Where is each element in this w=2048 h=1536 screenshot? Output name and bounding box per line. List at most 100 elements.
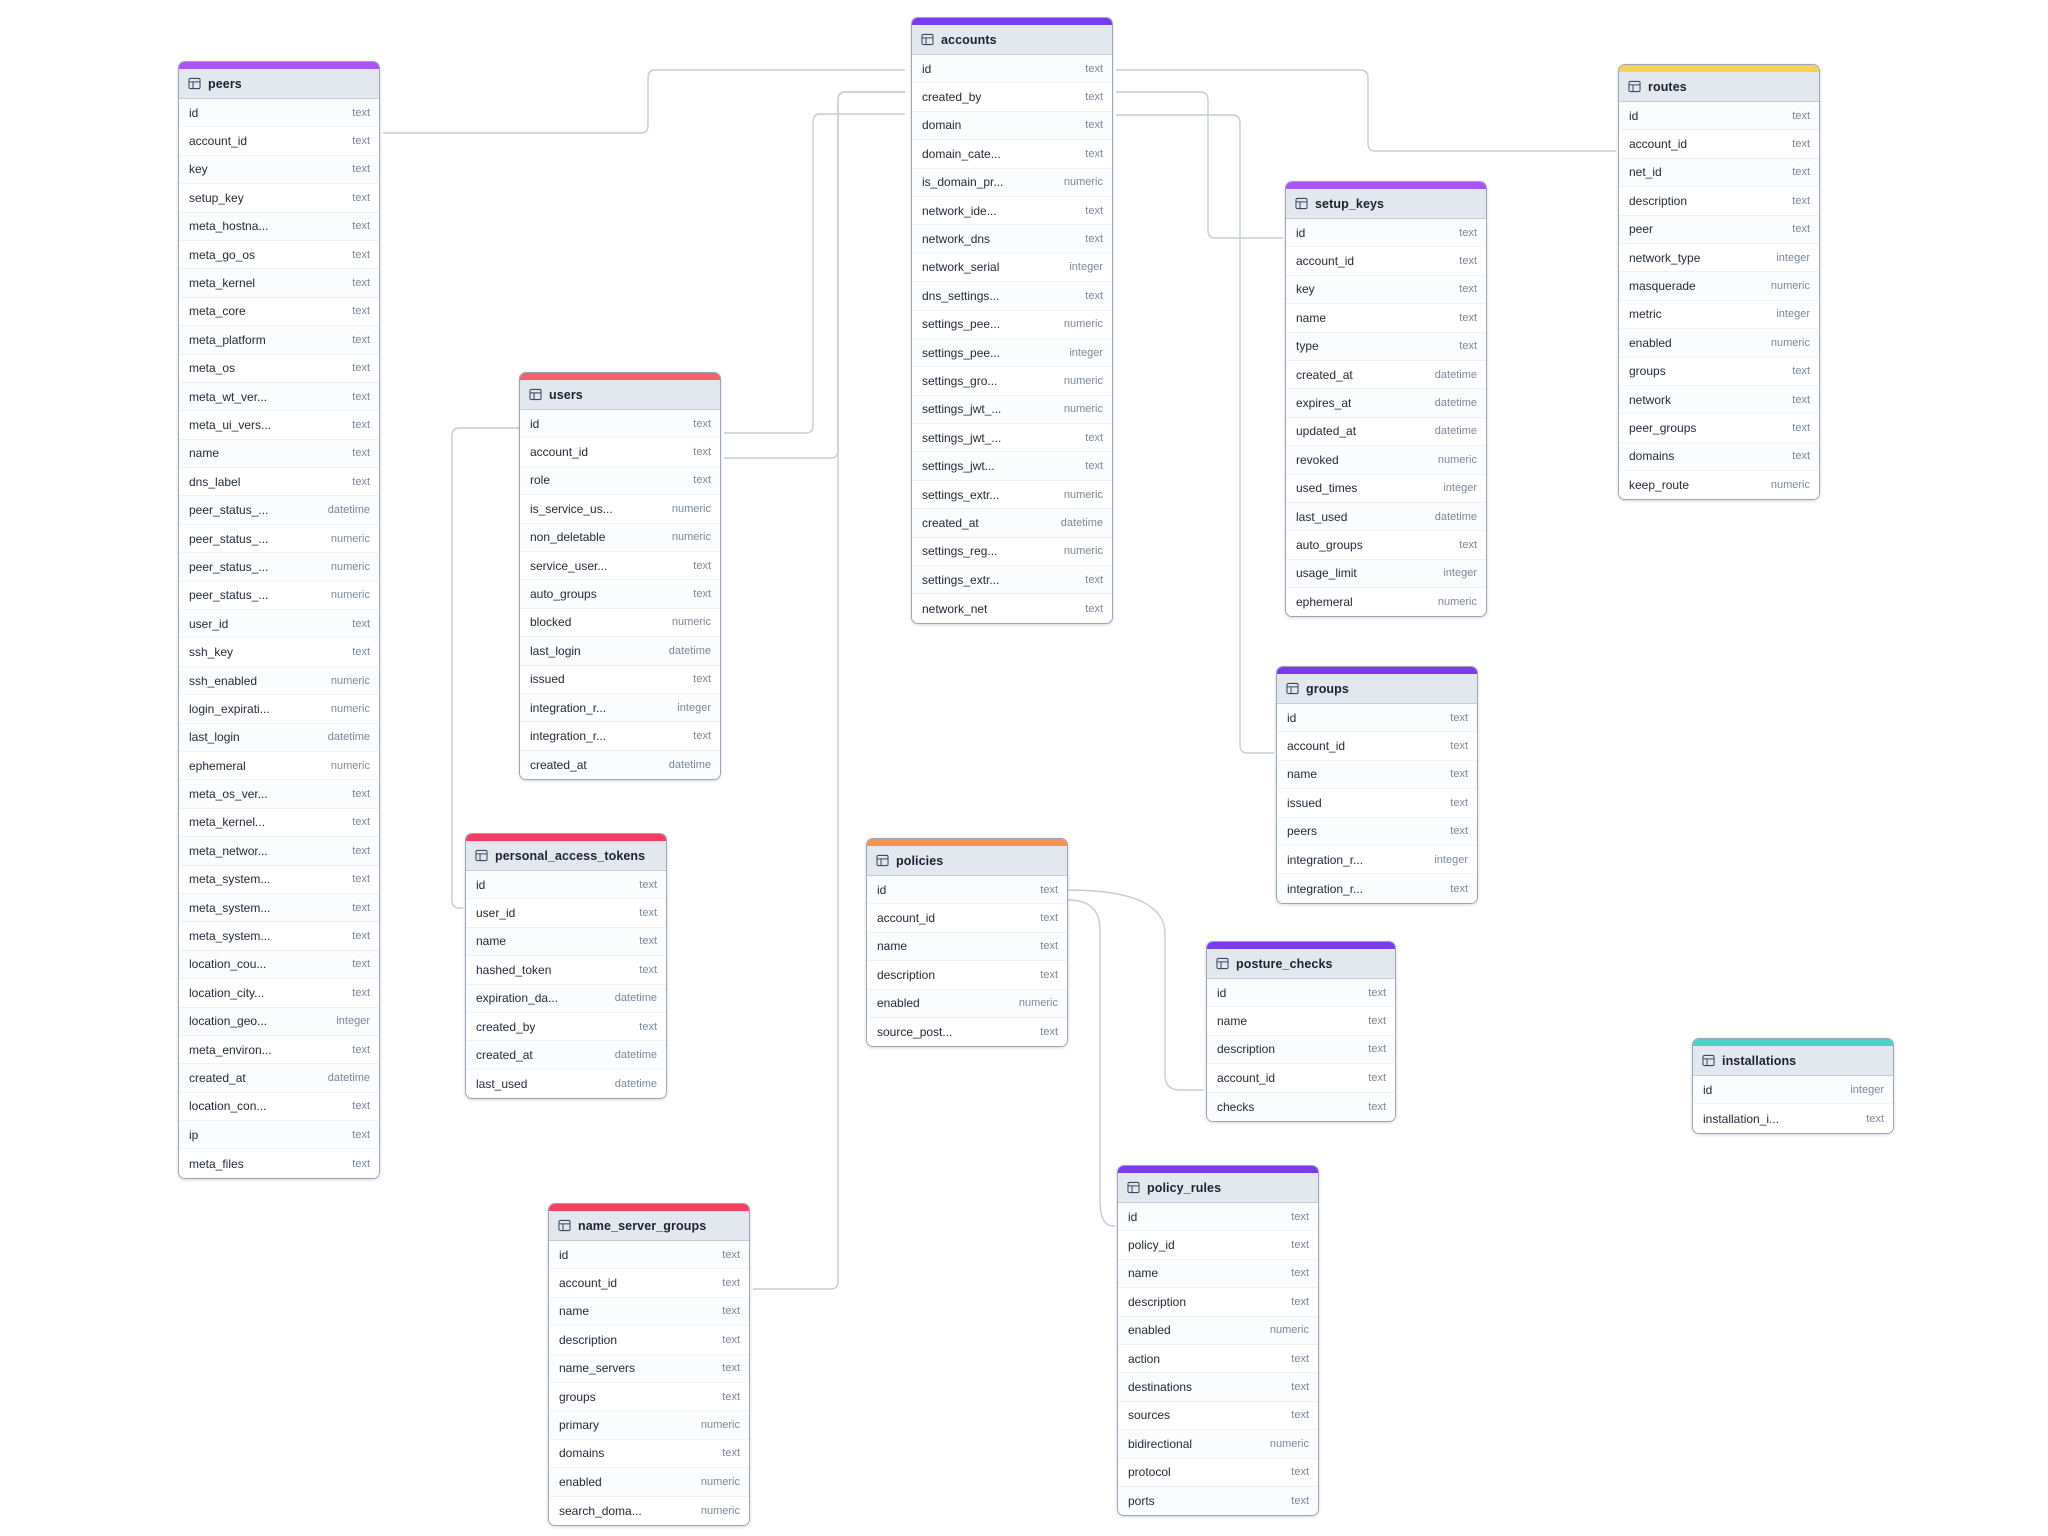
table-header[interactable]: groups <box>1277 674 1477 704</box>
table-header[interactable]: policy_rules <box>1118 1173 1318 1203</box>
table-row[interactable]: meta_system...text <box>179 865 379 894</box>
table-row[interactable]: settings_gro...numeric <box>912 367 1112 396</box>
table-row[interactable]: meta_os_ver...text <box>179 780 379 809</box>
table-row[interactable]: settings_reg...numeric <box>912 537 1112 567</box>
table-row[interactable]: meta_hostna...text <box>179 212 379 241</box>
table-row[interactable]: is_domain_pr...numeric <box>912 168 1112 197</box>
table-row[interactable]: meta_system...text <box>179 893 379 923</box>
table-row[interactable]: integration_r...text <box>1277 874 1477 903</box>
table-row[interactable]: peer_status_...datetime <box>179 496 379 525</box>
table-row[interactable]: location_city...text <box>179 979 379 1008</box>
table-row[interactable]: meta_wt_ver...text <box>179 382 379 412</box>
table-header[interactable]: setup_keys <box>1286 189 1486 219</box>
table-row[interactable]: settings_extr...text <box>912 566 1112 595</box>
table-header[interactable]: posture_checks <box>1207 949 1395 979</box>
table-row[interactable]: location_cou...text <box>179 950 379 980</box>
table-row[interactable]: peer_status_...numeric <box>179 553 379 582</box>
table-row[interactable]: domain_cate...text <box>912 140 1112 169</box>
table-row[interactable]: meta_kernel...text <box>179 808 379 838</box>
table-header[interactable]: peers <box>179 69 379 99</box>
table-row[interactable]: settings_pee...numeric <box>912 310 1112 339</box>
table-row[interactable]: meta_system...text <box>179 922 379 951</box>
table-header[interactable]: policies <box>867 846 1067 876</box>
table-row[interactable]: meta_ui_vers...text <box>179 411 379 440</box>
table-row[interactable]: integration_r...integer <box>520 693 720 723</box>
table-row[interactable]: expiration_da...datetime <box>466 984 666 1013</box>
table-row[interactable]: settings_jwt_...numeric <box>912 395 1112 425</box>
